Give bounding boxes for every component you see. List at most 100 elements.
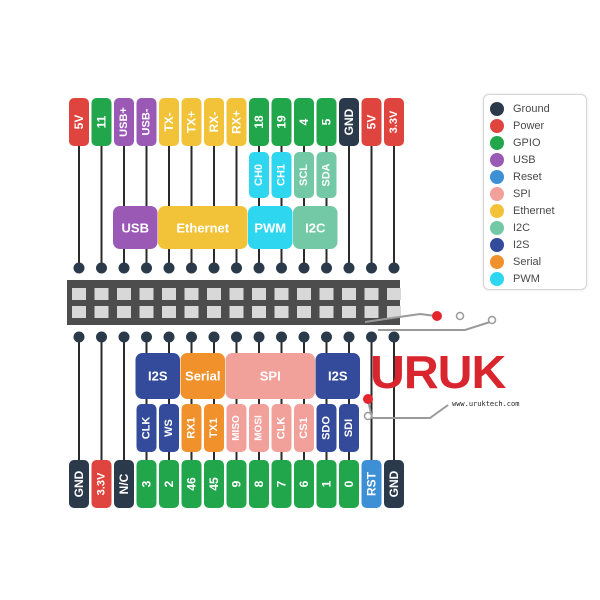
bottom-pin-label: 46 [185, 477, 199, 491]
bottom-group-box [225, 353, 315, 399]
header-pin [342, 306, 356, 318]
bottom-group-box [180, 353, 225, 399]
top-dot [388, 262, 400, 274]
top-pin-box [339, 98, 359, 146]
legend-item: USB [490, 151, 580, 168]
bottom-pin-12 [339, 460, 359, 508]
bottom-pin-label: 1 [320, 480, 334, 487]
header-pin [364, 306, 379, 318]
header-pin [94, 306, 109, 318]
header-pin [274, 306, 289, 318]
top-group-label-3: I2C [305, 221, 326, 236]
bottom-group-box [315, 353, 360, 399]
bottom-pin-box [114, 460, 134, 508]
bottom-pin-box [136, 460, 157, 508]
bottom-pin-label: 8 [252, 480, 266, 487]
header-pin [364, 288, 379, 300]
bottom-dot [388, 331, 400, 343]
top-group-label-1: Ethernet [176, 221, 229, 236]
bottom-group-label-1: Serial [185, 369, 220, 384]
trace-dot-red [363, 394, 373, 404]
header-pin [387, 288, 401, 300]
bottom-dot [343, 331, 355, 343]
bottom-pin-label: 0 [342, 480, 356, 487]
bottom-dot [96, 331, 107, 343]
header-pin [162, 306, 176, 318]
top-pin-box [316, 98, 337, 146]
logo-url: www.uruktech.com [452, 400, 520, 408]
top-group-box [248, 206, 293, 249]
top-dot [118, 262, 130, 274]
legend-item: Reset [490, 168, 580, 185]
top-dot [141, 262, 152, 274]
top-group-box [158, 206, 248, 249]
top-pin-label: 11 [95, 115, 109, 128]
bottom-pin-11 [316, 460, 337, 508]
top-dot [321, 262, 332, 274]
bottom-pin-box [361, 460, 382, 508]
header-strip [67, 280, 400, 325]
header-pin [319, 288, 334, 300]
top-dot [231, 262, 242, 274]
top-pin-6 [204, 98, 224, 146]
bottom-pin-label: GND [387, 470, 401, 497]
bottom-group-label-2: SPI [260, 369, 281, 384]
top-pin-8 [249, 98, 269, 146]
bottom-sub-label-6: CLK [276, 417, 288, 440]
header-pin [94, 288, 109, 300]
header-pin [342, 288, 356, 300]
bottom-sub-box [204, 404, 224, 452]
top-pin-label: TX+ [185, 111, 199, 133]
top-pin-label: 5 [320, 118, 334, 125]
bottom-sub-box [339, 404, 359, 452]
legend-label: PWM [513, 272, 540, 285]
trace-dot [363, 411, 373, 421]
top-pin-box [114, 98, 134, 146]
legend-item: PWM [490, 270, 580, 287]
bottom-pin-box [91, 460, 112, 508]
top-pin-box [294, 98, 314, 146]
bottom-sub-box [249, 404, 269, 452]
bottom-dot [163, 331, 175, 343]
bottom-sub-box [294, 404, 314, 452]
top-pin-label: 19 [275, 115, 289, 129]
top-pin-box [159, 98, 179, 146]
legend-swatch [490, 271, 504, 286]
top-pin-label: 18 [252, 115, 266, 129]
header-pin [207, 288, 221, 300]
top-pin-label: 3.3V [388, 110, 400, 133]
bottom-pin-label: 9 [230, 480, 244, 487]
top-pin-label: USB+ [118, 107, 130, 137]
legend-item: Ethernet [490, 202, 580, 219]
bottom-pin-box [69, 460, 89, 508]
bottom-pin-7 [226, 460, 247, 508]
header-pin [72, 288, 86, 300]
bottom-sub-box [226, 404, 247, 452]
header-pin [252, 288, 266, 300]
top-pin-box [181, 98, 202, 146]
bottom-pin-14 [384, 460, 404, 508]
top-pin-1 [91, 98, 112, 146]
top-dot [208, 262, 220, 274]
bottom-pin-box [339, 460, 359, 508]
bottom-group-box [135, 353, 180, 399]
bottom-group-label-3: I2S [328, 369, 348, 384]
bottom-pin-box [181, 460, 202, 508]
bottom-sub-box [181, 404, 202, 452]
top-pin-3 [136, 98, 157, 146]
top-pin-label: 5V [365, 115, 379, 130]
top-pin-11 [316, 98, 337, 146]
top-pin-4 [159, 98, 179, 146]
header-pin [229, 306, 244, 318]
bottom-pin-3 [136, 460, 157, 508]
bottom-pin-box [294, 460, 314, 508]
legend-item: GPIO [490, 134, 580, 151]
bottom-pin-label: N/C [117, 473, 131, 494]
top-dot [253, 262, 265, 274]
top-pin-box [361, 98, 382, 146]
top-pin-2 [114, 98, 134, 146]
trace-dot [455, 311, 465, 321]
top-pin-10 [294, 98, 314, 146]
bottom-sub-label-0: CLK [141, 417, 153, 440]
top-pin-label: RX+ [230, 110, 244, 134]
